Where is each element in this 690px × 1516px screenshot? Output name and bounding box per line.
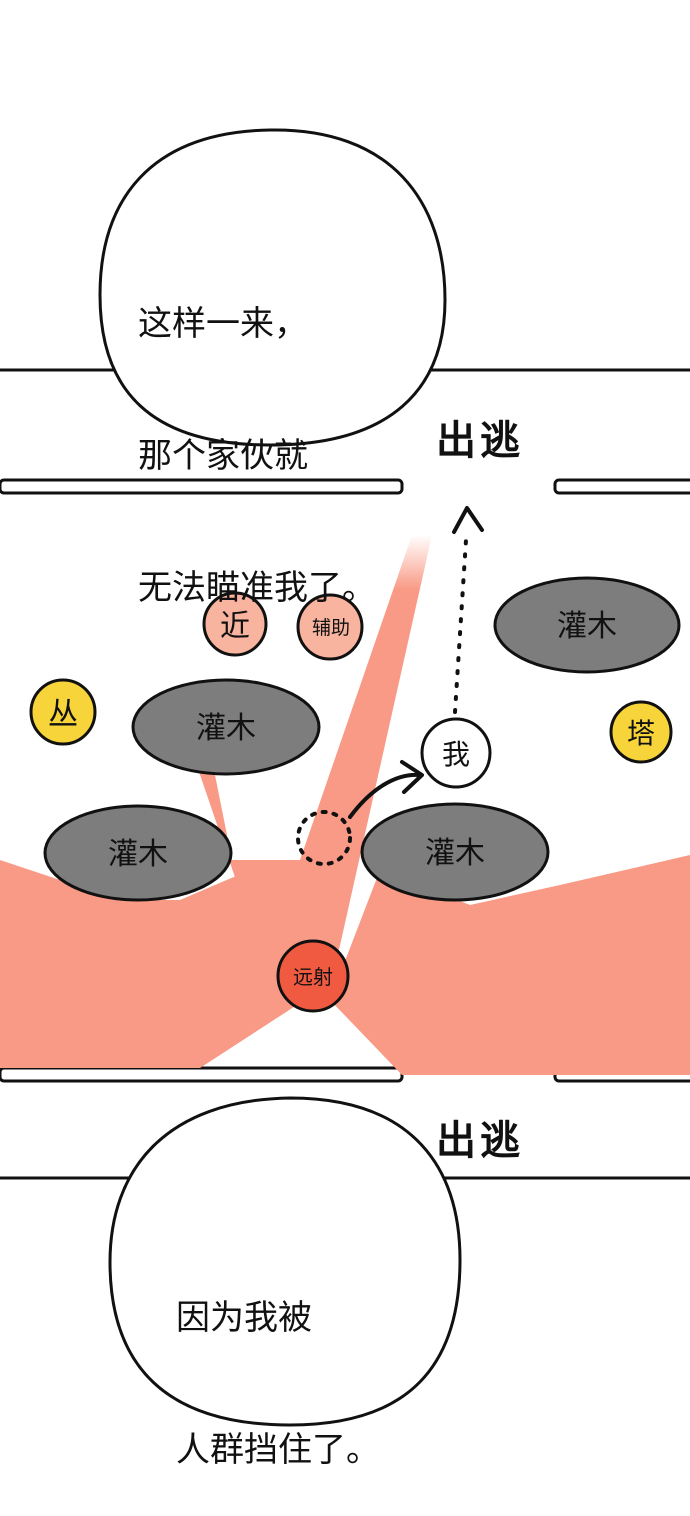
tower-label: 塔 (627, 717, 655, 750)
bush-mid-left (131, 678, 321, 776)
comic-panel: 灌木 灌木 灌木 灌木 近 辅助 丛 塔 我 远射 (0, 128, 690, 1427)
bush-label: 灌木 (557, 609, 617, 644)
attack-beams (0, 535, 690, 1075)
bush-label: 灌木 (108, 837, 168, 872)
marksman-label: 远射 (293, 965, 333, 989)
support-unit (296, 593, 364, 661)
beam-left (0, 860, 320, 1068)
bush-low-right (360, 802, 550, 902)
speech-line: 那个家伙就 (138, 436, 308, 476)
speech-line: 这样一来， (138, 304, 308, 344)
tower-unit (609, 700, 673, 764)
support-label: 辅助 (312, 617, 350, 639)
jungle-unit (29, 678, 97, 746)
top-corridor (0, 368, 690, 495)
speech-bubble-bottom (108, 1096, 462, 1427)
speech-bubble-top (98, 128, 447, 447)
me-label: 我 (442, 738, 470, 771)
speech-text-top: 这样一来， 那个家伙就 无法瞄准我了。 (138, 214, 376, 654)
escape-path-icon (452, 506, 484, 714)
speech-line: 人群挡住了。 (176, 1430, 380, 1470)
speech-line: 因为我被 (176, 1298, 312, 1338)
melee-unit (202, 591, 268, 657)
exit-label-top: 出逃 (436, 418, 524, 464)
me-unit (420, 717, 492, 789)
beam-up (195, 535, 432, 990)
jungle-label: 丛 (48, 697, 78, 732)
move-arrow-icon (348, 760, 424, 819)
exit-label-bottom: 出逃 (436, 1118, 524, 1164)
bush-low-left (43, 804, 233, 902)
marksman-unit (276, 939, 350, 1013)
previous-position-marker (296, 810, 352, 866)
bush-label: 灌木 (196, 711, 256, 746)
speech-line: 无法瞄准我了。 (138, 568, 376, 608)
bush-label: 灌木 (425, 836, 485, 871)
speech-text-bottom: 因为我被 人群挡住了。 (176, 1208, 380, 1516)
melee-label: 近 (220, 609, 250, 644)
beam-right (330, 855, 690, 1075)
bush-top-right (493, 576, 681, 674)
